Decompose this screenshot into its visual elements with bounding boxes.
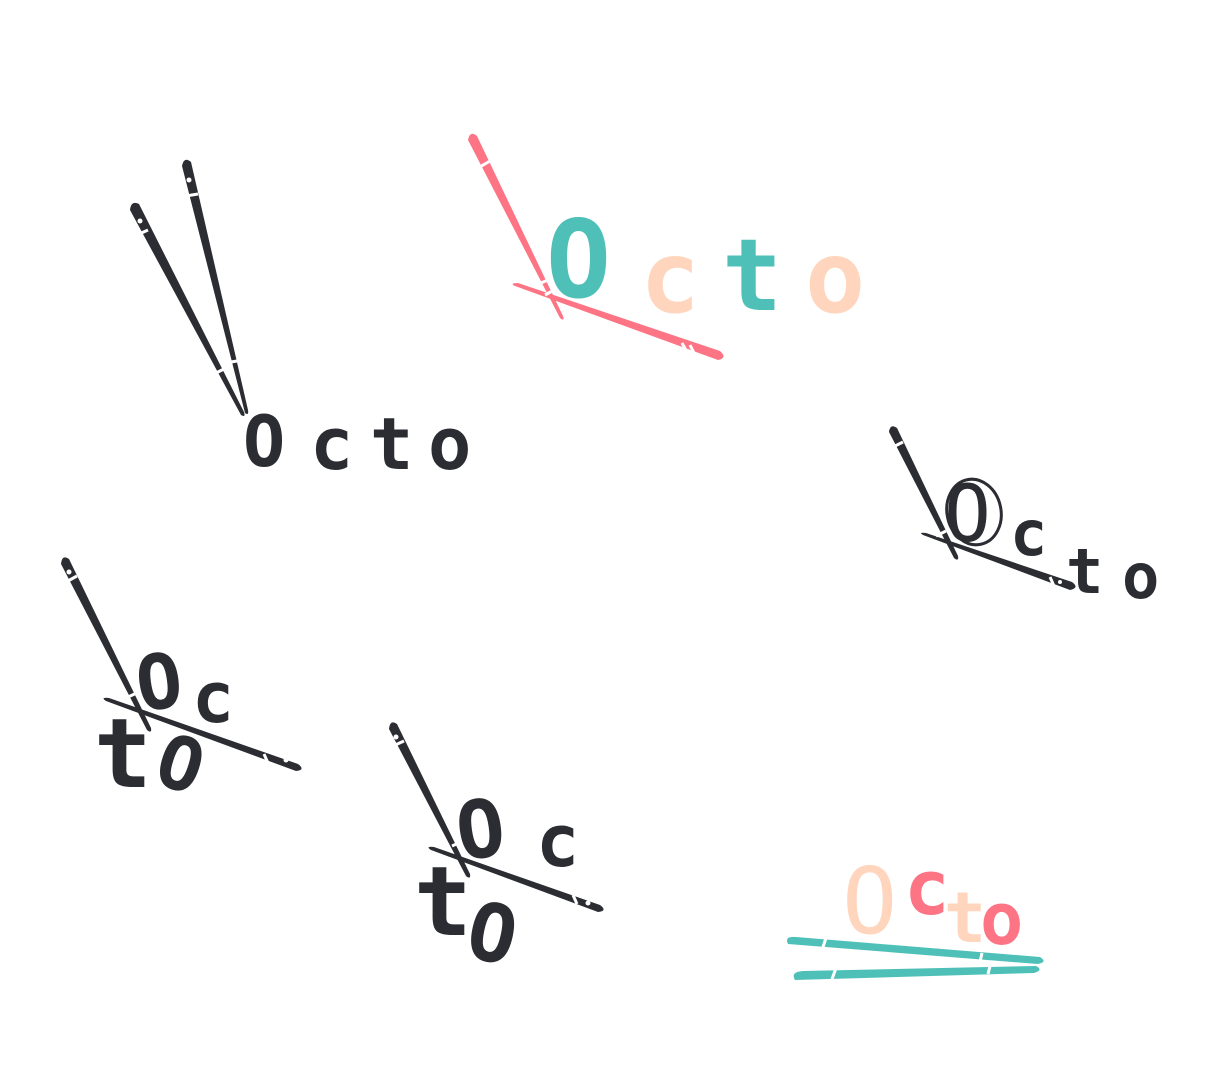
logo-wordmark: O c t o bbox=[842, 843, 1023, 961]
logo-letter-c: c bbox=[310, 402, 353, 486]
logo-letter-c: c bbox=[904, 843, 950, 932]
logo-letter-o: O bbox=[546, 198, 611, 323]
logo-letter-c: c bbox=[192, 657, 234, 739]
logo-dark-crossed-sticks: O c t o bbox=[889, 426, 1159, 613]
logo-letter-o2: o bbox=[428, 402, 471, 486]
logo-letter-o: O bbox=[243, 401, 285, 483]
logo-letter-t: t bbox=[1066, 535, 1103, 608]
logo-wordmark: O c t o bbox=[243, 401, 471, 486]
logo-dark-stacked-2: O c t O bbox=[389, 722, 604, 984]
chopsticks-icon bbox=[130, 159, 249, 416]
logo-dark-tall-chopsticks: O c t o bbox=[130, 159, 471, 486]
logo-letter-t: t bbox=[944, 877, 986, 959]
chopsticks-icon bbox=[468, 133, 724, 360]
logo-letter-o-outline-icon bbox=[945, 477, 1003, 547]
logo-wordmark: O c t o bbox=[546, 198, 865, 336]
logo-letter-o: O bbox=[842, 848, 897, 955]
logo-color-large: O c t o bbox=[468, 133, 865, 360]
logo-letter-o2: o bbox=[805, 219, 865, 336]
logo-letter-o2: O bbox=[146, 717, 215, 813]
chopsticks-icon bbox=[389, 722, 604, 912]
chopsticks-icon bbox=[889, 426, 1076, 590]
logo-letter-c: c bbox=[1010, 497, 1047, 570]
logo-letter-o2: o bbox=[980, 877, 1023, 961]
logo-letter-c: c bbox=[640, 219, 700, 336]
logo-letter-c: c bbox=[536, 799, 579, 883]
chopsticks-icon bbox=[787, 936, 1044, 983]
logo-color-bouncy: O c t o bbox=[787, 843, 1044, 983]
logo-letter-t: t bbox=[94, 698, 152, 810]
logo-letter-t: t bbox=[722, 217, 782, 334]
logo-wordmark: O c t O bbox=[94, 635, 234, 813]
logo-dark-stacked-1: O c t O bbox=[61, 557, 302, 813]
logo-wordmark: O c t o bbox=[944, 470, 1159, 613]
logo-letter-t: t bbox=[414, 846, 472, 958]
logo-letter-o: O bbox=[944, 470, 991, 560]
logo-letter-o2: o bbox=[1122, 540, 1159, 613]
chopsticks-icon bbox=[61, 557, 302, 771]
logo-letter-t: t bbox=[370, 402, 413, 486]
